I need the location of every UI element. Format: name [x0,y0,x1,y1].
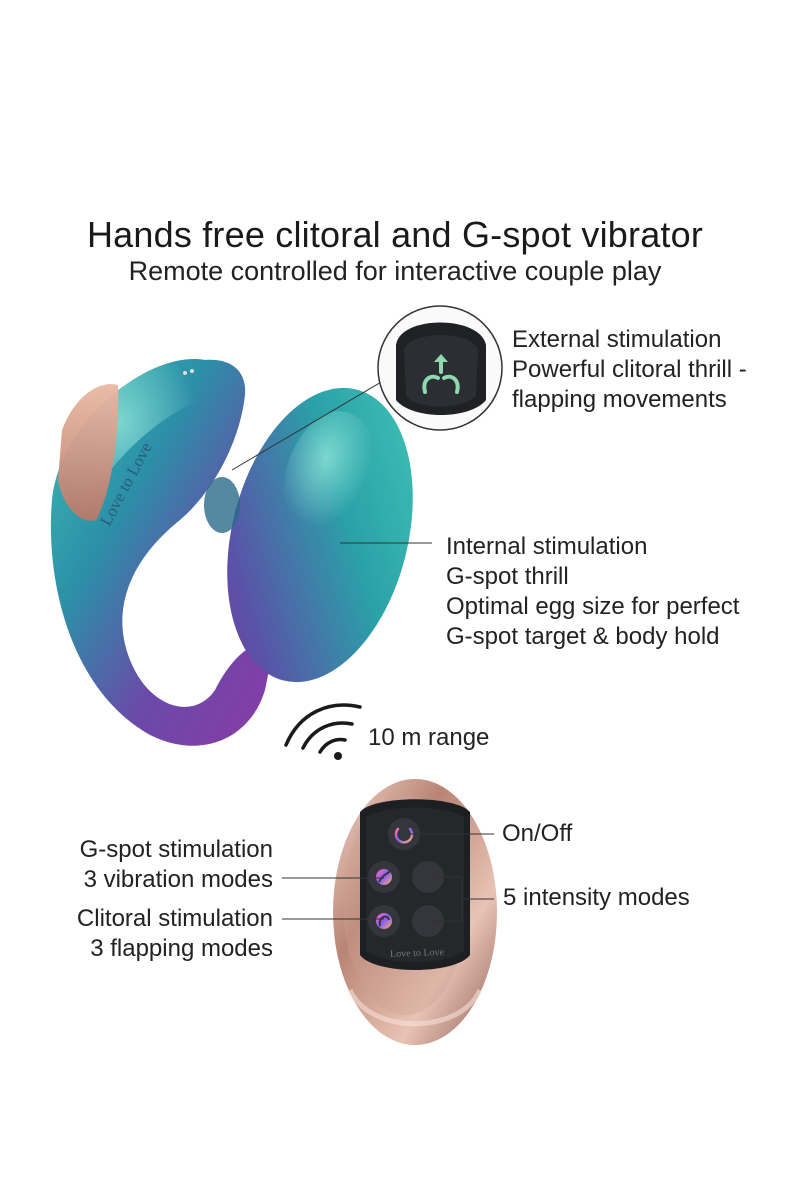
flap-arrows-icon [422,354,460,394]
gspot-mode-button[interactable] [368,861,400,893]
vibrator-device [50,359,413,746]
external-line-2: Powerful clitoral thrill - [512,356,747,383]
gspot-modes-label: G-spot stimulation 3 vibration modes [20,835,273,895]
internal-line-3: Optimal egg size for perfect [446,593,740,620]
clitoral-modes-label: Clitoral stimulation 3 flapping modes [20,904,273,964]
wifi-signal-icon [284,703,362,760]
external-line-3: flapping movements [512,386,727,413]
range-text: 10 m range [368,724,490,751]
internal-line-1: Internal stimulation [446,533,648,560]
intensity-label: 5 intensity modes [503,883,690,913]
page-subtitle: Remote controlled for interactive couple… [128,256,662,286]
range-label: 10 m range [368,723,489,753]
clitoral-mode-button[interactable] [368,905,400,937]
power-icon [394,822,414,844]
clitoral-line-1: Clitoral stimulation [76,905,273,932]
gspot-line-2: 3 vibration modes [83,866,273,893]
external-stimulation-label: External stimulation Powerful clitoral t… [512,325,747,415]
remote-control [333,779,497,1045]
intensity-text: 5 intensity modes [503,884,690,911]
clitoral-line-2: 3 flapping modes [90,935,273,962]
on-off-text: On/Off [502,820,573,847]
callout-line-external [231,377,389,471]
page-title: Hands free clitoral and G-spot vibrator [86,214,704,255]
gspot-line-1: G-spot stimulation [79,836,273,863]
external-line-1: External stimulation [512,326,722,353]
internal-line-2: G-spot thrill [446,563,569,590]
internal-line-4: G-spot target & body hold [446,623,720,650]
flapping-detail-inset [377,305,503,431]
on-off-label: On/Off [502,819,572,849]
internal-stimulation-label: Internal stimulation G-spot thrill Optim… [446,532,739,652]
gspot-mode-icon [376,869,392,885]
clitoral-mode-icon [376,913,392,929]
